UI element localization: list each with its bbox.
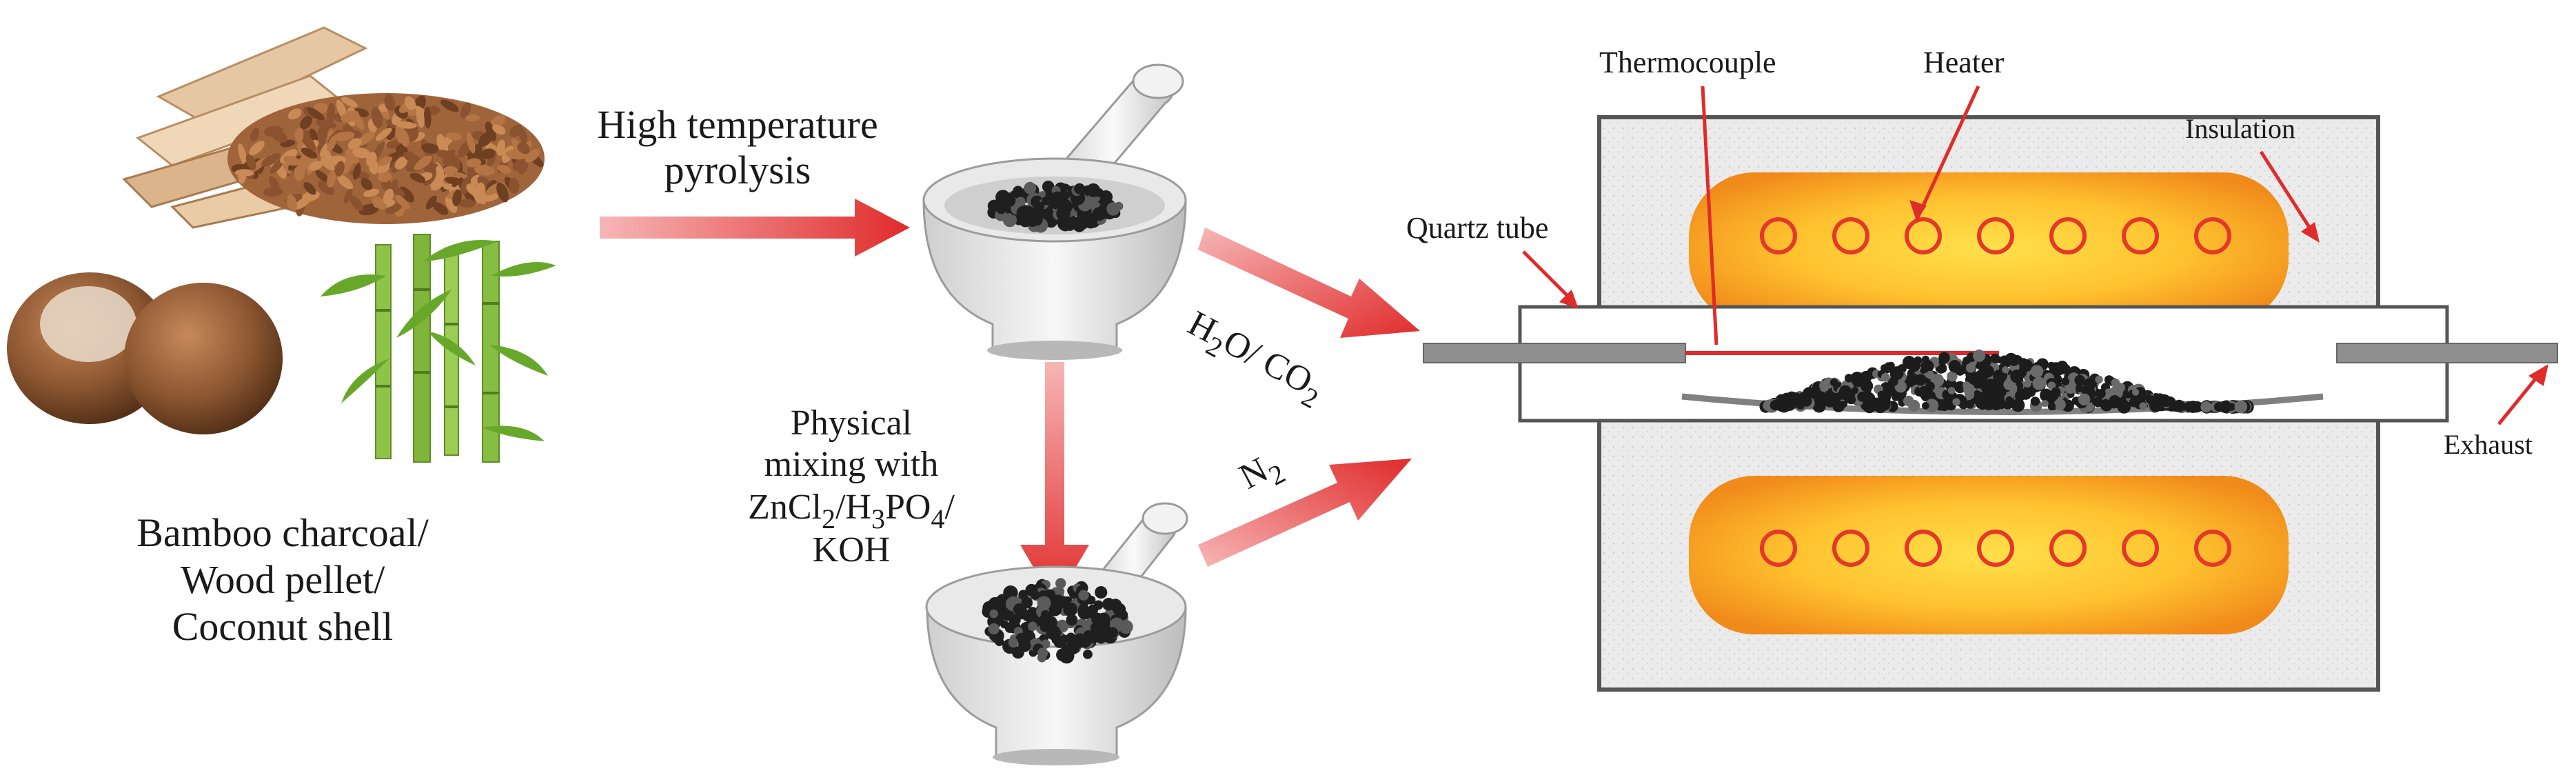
tube-furnace [1423,115,2558,692]
mixing-label-line-1: Physical [791,403,912,443]
physical-activation-gas-label: H2O/ CO2 [1178,303,1331,414]
pyrolysis-label-line-2: pyrolysis [665,148,811,192]
label-heater: Heater [1923,46,2005,79]
label-thermocouple: Thermocouple [1599,46,1776,79]
coconut-shell-image [7,272,283,434]
sample-carbon-bed [1759,349,2254,414]
source-label: Bamboo charcoal/ Wood pellet/ Coconut sh… [136,510,429,649]
heater-top [1689,172,2289,324]
label-insulation: Insulation [2185,113,2295,144]
bamboo-image [321,234,556,463]
exhaust-rod [2336,343,2558,363]
mixing-label-line-4: KOH [813,530,891,570]
chemical-activation-arrow [1198,459,1412,567]
wood-image [122,26,545,229]
pyrolysis-arrow [600,199,910,257]
label-quartz-tube: Quartz tube [1406,211,1548,245]
mixing-label-line-2: mixing with [764,445,939,484]
coconut-whole [124,283,283,434]
mortar-impregnated [925,502,1188,765]
mixing-label-chemicals: ZnCl2/H3PO4/ [748,488,955,534]
heater-bottom [1689,476,2289,634]
heater-coils-top [1760,217,2231,254]
wood-pellet-pile [227,93,545,224]
carbon-granules-impregnated [982,578,1133,664]
mixing-label: Physical mixing with ZnCl2/H3PO4/ KOH [748,403,955,570]
chemical-activation-gas-label: N2 [1233,443,1290,503]
source-label-line-3: Coconut shell [172,604,394,649]
physical-activation-arrow [1198,228,1420,338]
mortar-carbonized [922,63,1187,360]
carbon-granules [987,180,1124,233]
mixing-arrow [1020,362,1089,603]
pyrolysis-label-line-1: High temperature [597,102,878,147]
inlet-rod [1423,343,1686,363]
source-label-line-2: Wood pellet/ [181,557,385,602]
heater-coils-bottom [1760,530,2231,567]
label-exhaust: Exhaust [2444,429,2533,460]
source-label-line-1: Bamboo charcoal/ [136,510,429,555]
